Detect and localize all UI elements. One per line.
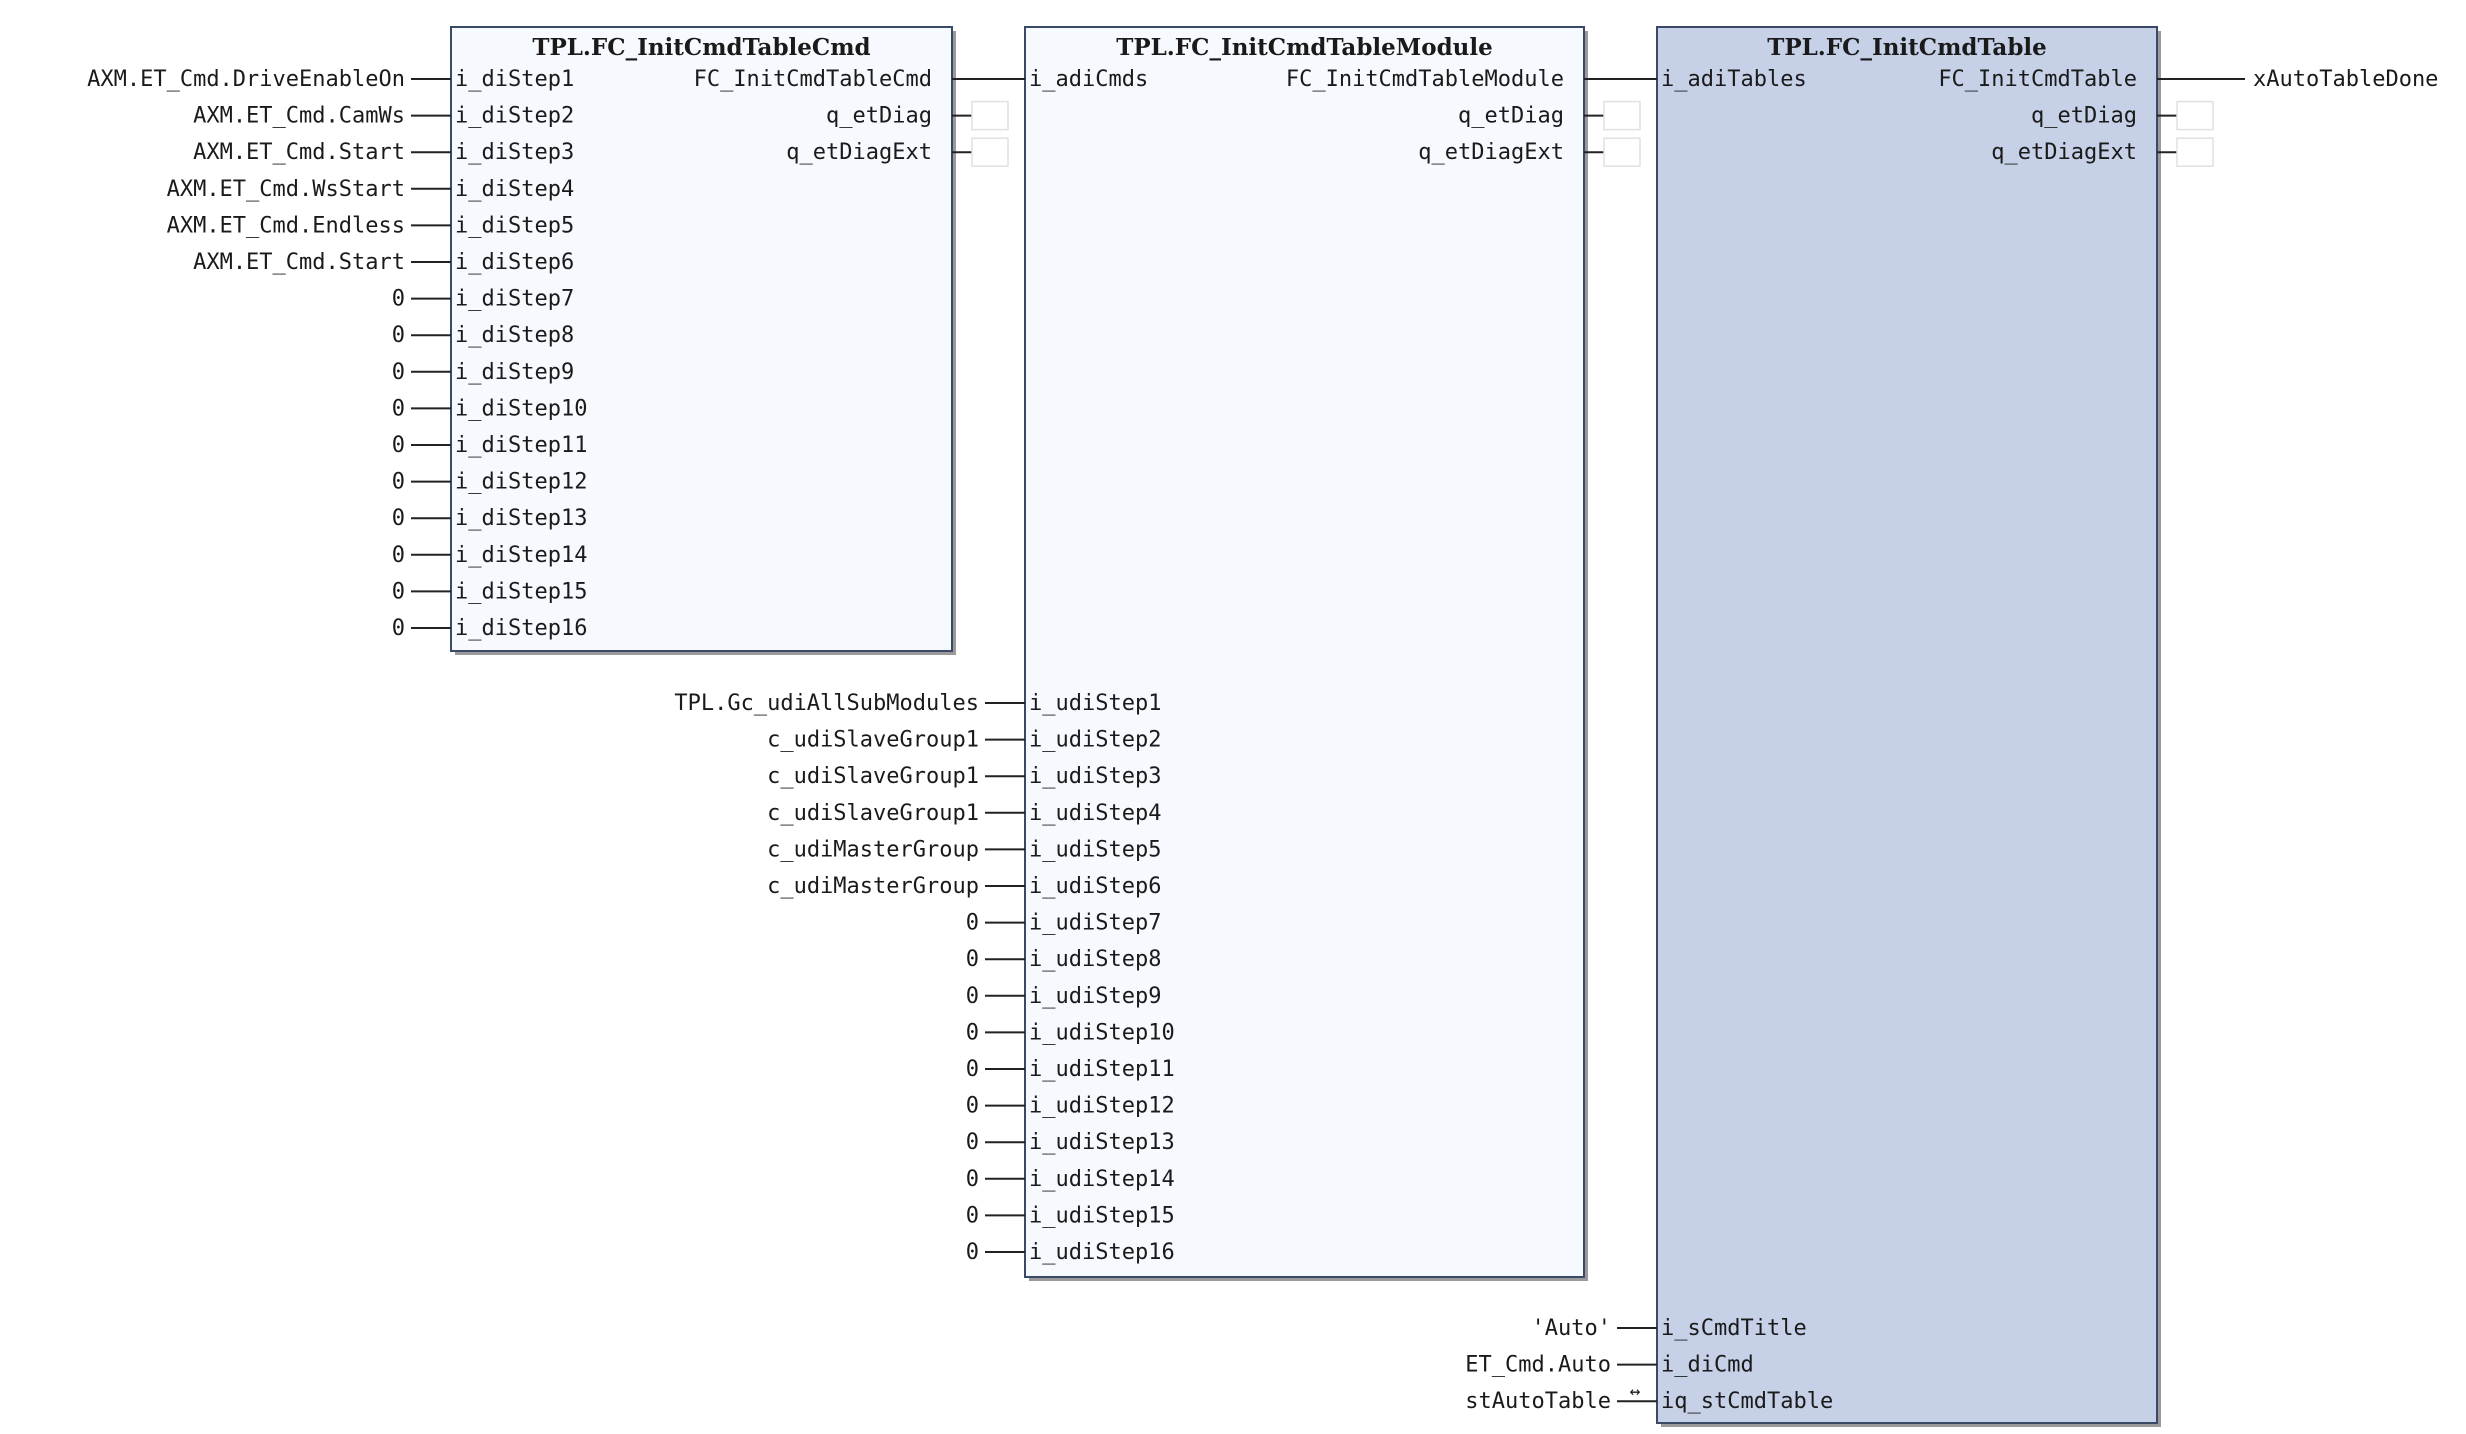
block-module-input-pin-i_udiStep1[interactable]: i_udiStep1 [1029, 691, 1161, 716]
block-table-input-pin-i_diCmd[interactable]: i_diCmd [1661, 1353, 1754, 1378]
block-cmd-input-pin-i_diStep8[interactable]: i_diStep8 [455, 323, 574, 348]
block-cmd-input-pin-i_diStep4[interactable]: i_diStep4 [455, 177, 574, 202]
block-module-input-value[interactable]: 0 [966, 1240, 979, 1265]
block-module-input-value[interactable]: 0 [966, 947, 979, 972]
block-cmd-input-value[interactable]: AXM.ET_Cmd.DriveEnableOn [87, 67, 405, 92]
block-module[interactable] [1024, 26, 1585, 1278]
block-cmd[interactable] [450, 26, 953, 652]
block-module-input-value[interactable]: 0 [966, 984, 979, 1009]
block-module-input-pin-i_udiStep3[interactable]: i_udiStep3 [1029, 764, 1161, 789]
block-module-input-value[interactable]: 0 [966, 1057, 979, 1082]
block-module-output-box-q_etDiagExt[interactable] [1603, 137, 1641, 167]
block-module-input-pin-i_udiStep15[interactable]: i_udiStep15 [1029, 1203, 1175, 1228]
block-cmd-output-pin-q_etDiagExt[interactable]: q_etDiagExt [786, 140, 932, 165]
block-module-input-pin-i_udiStep9[interactable]: i_udiStep9 [1029, 984, 1161, 1009]
block-cmd-input-pin-i_diStep10[interactable]: i_diStep10 [455, 396, 587, 421]
block-module-input-value[interactable]: 0 [966, 1094, 979, 1119]
block-module-input-value[interactable]: TPL.Gc_udiAllSubModules [674, 691, 979, 716]
block-module-input-pin-i_udiStep10[interactable]: i_udiStep10 [1029, 1020, 1175, 1045]
block-module-output-box-q_etDiag[interactable] [1603, 100, 1641, 131]
block-module-input-value[interactable]: 0 [966, 1203, 979, 1228]
block-cmd-input-pin-i_diStep7[interactable]: i_diStep7 [455, 287, 574, 312]
block-module-input-pin-i_udiStep13[interactable]: i_udiStep13 [1029, 1130, 1175, 1155]
block-module-input-value[interactable]: c_udiMasterGroup [767, 837, 979, 862]
block-cmd-input-pin-i_diStep14[interactable]: i_diStep14 [455, 543, 587, 568]
block-module-title: TPL.FC_InitCmdTableModule [1116, 34, 1493, 61]
block-cmd-input-value[interactable]: 0 [392, 543, 405, 568]
block-table-output-box-q_etDiagExt[interactable] [2176, 137, 2214, 167]
block-module-input-pin-i_udiStep6[interactable]: i_udiStep6 [1029, 874, 1161, 899]
block-module-input-value[interactable]: c_udiMasterGroup [767, 874, 979, 899]
block-cmd-output-box-q_etDiag[interactable] [971, 100, 1009, 131]
block-cmd-input-pin-i_diStep9[interactable]: i_diStep9 [455, 360, 574, 385]
block-cmd-return-pin[interactable]: FC_InitCmdTableCmd [694, 67, 932, 92]
block-cmd-input-value[interactable]: AXM.ET_Cmd.Endless [167, 213, 405, 238]
block-cmd-output-pin-q_etDiag[interactable]: q_etDiag [826, 104, 932, 129]
block-cmd-input-pin-i_diStep11[interactable]: i_diStep11 [455, 433, 587, 458]
block-table-output-pin-q_etDiagExt[interactable]: q_etDiagExt [1991, 140, 2137, 165]
block-cmd-input-value[interactable]: 0 [392, 287, 405, 312]
block-table-chain-input-pin[interactable]: i_adiTables [1661, 67, 1807, 92]
block-cmd-input-value[interactable]: 0 [392, 323, 405, 348]
block-module-input-pin-i_udiStep5[interactable]: i_udiStep5 [1029, 837, 1161, 862]
block-cmd-input-value[interactable]: 0 [392, 396, 405, 421]
block-table-output-box-q_etDiag[interactable] [2176, 100, 2214, 131]
block-table-input-value[interactable]: stAutoTable [1465, 1389, 1611, 1414]
block-module-input-value[interactable]: 0 [966, 1130, 979, 1155]
block-cmd-input-value[interactable]: AXM.ET_Cmd.Start [193, 250, 405, 275]
block-module-output-pin-q_etDiag[interactable]: q_etDiag [1458, 104, 1564, 129]
block-module-input-pin-i_udiStep4[interactable]: i_udiStep4 [1029, 801, 1161, 826]
block-table[interactable] [1656, 26, 2158, 1424]
block-module-input-pin-i_udiStep2[interactable]: i_udiStep2 [1029, 728, 1161, 753]
block-cmd-input-pin-i_diStep5[interactable]: i_diStep5 [455, 213, 574, 238]
block-module-input-pin-i_udiStep12[interactable]: i_udiStep12 [1029, 1094, 1175, 1119]
block-cmd-input-value[interactable]: 0 [392, 470, 405, 495]
block-module-input-value[interactable]: 0 [966, 1167, 979, 1192]
block-cmd-output-box-q_etDiagExt[interactable] [971, 137, 1009, 167]
block-cmd-input-value[interactable]: 0 [392, 433, 405, 458]
block-table-output-pin-q_etDiag[interactable]: q_etDiag [2031, 104, 2137, 129]
block-module-input-pin-i_udiStep8[interactable]: i_udiStep8 [1029, 947, 1161, 972]
block-cmd-input-value[interactable]: 0 [392, 579, 405, 604]
block-cmd-input-pin-i_diStep6[interactable]: i_diStep6 [455, 250, 574, 275]
block-cmd-input-pin-i_diStep2[interactable]: i_diStep2 [455, 104, 574, 129]
block-module-input-value[interactable]: c_udiSlaveGroup1 [767, 801, 979, 826]
block-table-title: TPL.FC_InitCmdTable [1767, 34, 2047, 61]
block-cmd-input-pin-i_diStep12[interactable]: i_diStep12 [455, 470, 587, 495]
block-module-input-value[interactable]: 0 [966, 911, 979, 936]
block-module-input-pin-i_udiStep14[interactable]: i_udiStep14 [1029, 1167, 1175, 1192]
block-table-return-pin[interactable]: FC_InitCmdTable [1938, 67, 2137, 92]
block-cmd-input-pin-i_diStep3[interactable]: i_diStep3 [455, 140, 574, 165]
block-module-chain-input-pin[interactable]: i_adiCmds [1029, 67, 1148, 92]
block-cmd-input-value[interactable]: AXM.ET_Cmd.CamWs [193, 104, 405, 129]
block-module-input-value[interactable]: c_udiSlaveGroup1 [767, 728, 979, 753]
block-table-input-value[interactable]: ET_Cmd.Auto [1465, 1353, 1611, 1378]
block-cmd-input-value[interactable]: AXM.ET_Cmd.WsStart [167, 177, 405, 202]
block-module-input-pin-i_udiStep7[interactable]: i_udiStep7 [1029, 911, 1161, 936]
block-table-inout-marker: ↔ [1630, 1381, 1641, 1402]
block-module-output-pin-q_etDiagExt[interactable]: q_etDiagExt [1418, 140, 1564, 165]
block-cmd-input-value[interactable]: 0 [392, 506, 405, 531]
block-module-input-pin-i_udiStep16[interactable]: i_udiStep16 [1029, 1240, 1175, 1265]
block-cmd-title: TPL.FC_InitCmdTableCmd [532, 34, 870, 61]
block-cmd-input-value[interactable]: 0 [392, 616, 405, 641]
block-module-input-value[interactable]: 0 [966, 1020, 979, 1045]
block-cmd-input-pin-i_diStep15[interactable]: i_diStep15 [455, 579, 587, 604]
block-cmd-input-value[interactable]: AXM.ET_Cmd.Start [193, 140, 405, 165]
block-cmd-input-pin-i_diStep1[interactable]: i_diStep1 [455, 67, 574, 92]
block-table-input-value[interactable]: 'Auto' [1532, 1316, 1611, 1341]
return-target-variable[interactable]: xAutoTableDone [2253, 67, 2438, 92]
block-table-input-pin-i_sCmdTitle[interactable]: i_sCmdTitle [1661, 1316, 1807, 1341]
block-cmd-input-value[interactable]: 0 [392, 360, 405, 385]
block-module-input-value[interactable]: c_udiSlaveGroup1 [767, 764, 979, 789]
block-cmd-input-pin-i_diStep16[interactable]: i_diStep16 [455, 616, 587, 641]
block-table-input-pin-iq_stCmdTable[interactable]: iq_stCmdTable [1661, 1389, 1833, 1414]
block-cmd-input-pin-i_diStep13[interactable]: i_diStep13 [455, 506, 587, 531]
block-module-return-pin[interactable]: FC_InitCmdTableModule [1286, 67, 1564, 92]
block-module-input-pin-i_udiStep11[interactable]: i_udiStep11 [1029, 1057, 1175, 1082]
